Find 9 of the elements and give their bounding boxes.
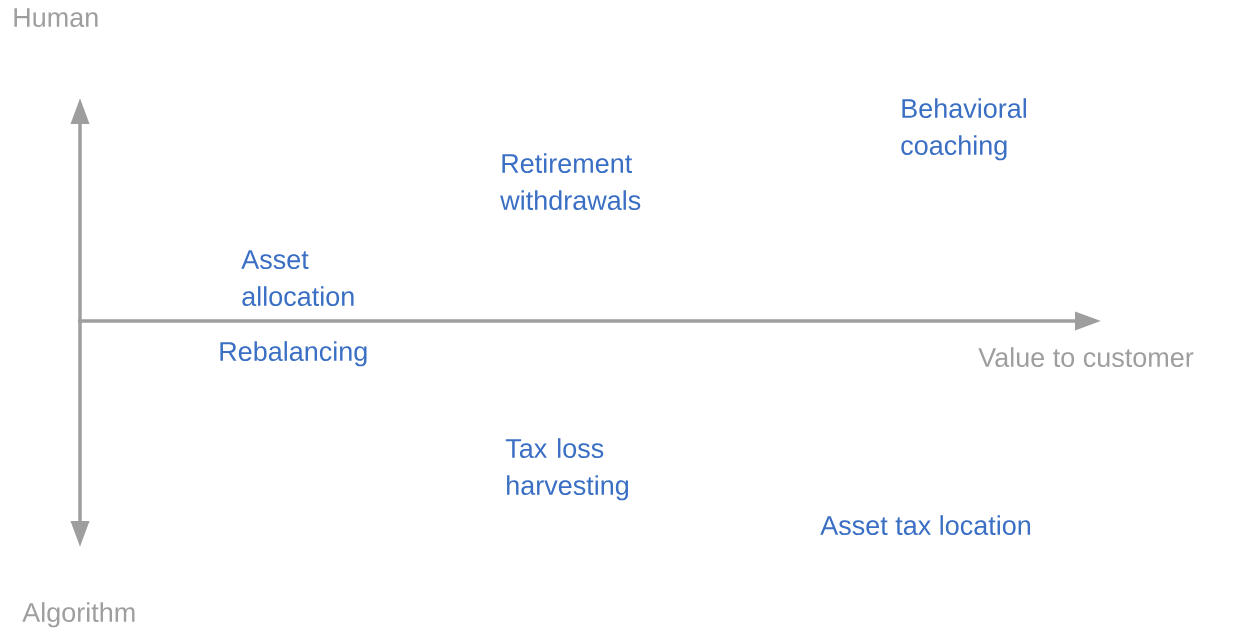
axis-label: Human [14,8,98,28]
item-label: Asset tax location [820,515,1031,535]
item-label: Asset allocation [241,250,354,307]
item-label: Tax loss harvesting [505,438,629,501]
axis-label: Algorithm [22,602,135,628]
axis-label: Value to customer [978,347,1194,367]
item-label: Retirement withdrawals [500,153,641,210]
item-label: Rebalancing [220,341,367,367]
item-label: Behavioral coaching [901,98,1026,161]
